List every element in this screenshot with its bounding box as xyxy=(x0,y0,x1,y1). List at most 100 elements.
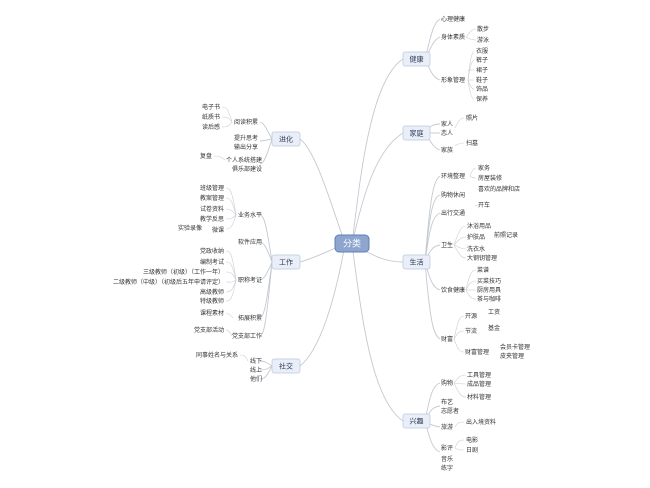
topic[interactable]: 形象管理 xyxy=(441,76,465,84)
topic[interactable]: 购物 xyxy=(441,379,453,387)
topic[interactable]: 他们 xyxy=(250,375,262,383)
topic[interactable]: 财富管理 xyxy=(465,348,489,356)
topic[interactable]: 卫生 xyxy=(441,241,453,249)
topic[interactable]: 身体素质 xyxy=(441,33,465,41)
topic[interactable]: 出行交通 xyxy=(441,209,465,217)
topic[interactable]: 旅游 xyxy=(441,423,453,431)
topic[interactable]: 党支部工作 xyxy=(232,332,262,340)
topic[interactable]: 扫墓 xyxy=(466,139,478,147)
topic[interactable]: 房屋装修 xyxy=(478,174,502,182)
topic[interactable]: 沐浴用品 xyxy=(467,222,491,230)
topic[interactable]: 二级教师（中级）（初级后五年申请评定） xyxy=(113,278,224,286)
topic[interactable]: 成品管理 xyxy=(467,380,491,388)
topic[interactable]: 家务 xyxy=(478,164,490,172)
topic[interactable]: 菜谱 xyxy=(477,266,489,274)
topic[interactable]: 输出分享 xyxy=(234,143,258,151)
topic[interactable]: 电子书 xyxy=(202,103,220,111)
topic[interactable]: 鞋子 xyxy=(476,76,488,84)
branch-interest[interactable]: 兴趣 xyxy=(402,413,431,429)
topic[interactable]: 试卷资料 xyxy=(200,205,224,213)
topic[interactable]: 同事姓名与关系 xyxy=(196,351,238,359)
topic[interactable]: 教案管理 xyxy=(200,194,224,202)
topic[interactable]: 职称考证 xyxy=(238,276,262,284)
topic[interactable]: 家族 xyxy=(441,146,453,154)
topic[interactable]: 家人 xyxy=(441,120,453,128)
topic[interactable]: 照片 xyxy=(466,114,478,122)
topic[interactable]: 皮夹管理 xyxy=(500,352,524,360)
topic[interactable]: 音乐 xyxy=(441,455,453,463)
topic[interactable]: 三级教师（初级）（工作一年） xyxy=(143,268,224,276)
topic[interactable]: 喜欢的品牌和店 xyxy=(478,185,520,193)
topic[interactable]: 节流 xyxy=(465,327,477,335)
topic[interactable]: 游泳 xyxy=(477,36,489,44)
topic[interactable]: 编制考试 xyxy=(200,258,224,266)
topic[interactable]: 提升思考 xyxy=(234,134,258,142)
topic[interactable]: 课程素材 xyxy=(200,309,224,317)
topic[interactable]: 复盘 xyxy=(200,152,212,160)
topic[interactable]: 饰品 xyxy=(476,85,488,93)
topic[interactable]: 志愿者 xyxy=(441,407,459,415)
topic[interactable]: 阅读积累 xyxy=(234,118,258,126)
topic[interactable]: 电影 xyxy=(466,436,478,444)
topic[interactable]: 党政收纳 xyxy=(200,247,224,255)
topic[interactable]: 开源 xyxy=(465,312,477,320)
topic[interactable]: 厨房用具 xyxy=(477,286,501,294)
root-label: 分类 xyxy=(343,238,361,250)
topic[interactable]: 业务水平 xyxy=(238,211,262,219)
branch-family[interactable]: 家庭 xyxy=(402,125,431,141)
topic[interactable]: 饮食健康 xyxy=(441,286,465,294)
topic[interactable]: 特级教师 xyxy=(200,297,224,305)
branch-progress[interactable]: 进化 xyxy=(271,131,301,147)
topic[interactable]: 护肤品 xyxy=(467,233,485,241)
topic[interactable]: 个人系统搭建 xyxy=(226,156,262,164)
topic[interactable]: 裙子 xyxy=(476,66,488,74)
branch-progress-label: 进化 xyxy=(279,135,293,144)
topic[interactable]: 实验录像 xyxy=(178,224,202,232)
topic[interactable]: 党支部活动 xyxy=(194,326,224,334)
topic[interactable]: 环境整理 xyxy=(441,172,465,180)
topic[interactable]: 裤子 xyxy=(476,56,488,64)
topic[interactable]: 基金 xyxy=(488,324,500,332)
topic[interactable]: 软件应用 xyxy=(238,238,262,246)
branch-social-label: 社交 xyxy=(279,362,293,371)
interest-topics: 购物 工具管理 成品管理 材料管理 布艺 志愿者 旅游 出入境资料 影评 电影 … xyxy=(441,371,496,472)
topic[interactable]: 开车 xyxy=(478,201,490,209)
topic[interactable]: 洗衣水 xyxy=(467,245,485,253)
topic[interactable]: 衣服 xyxy=(476,47,488,55)
topic[interactable]: 恋人 xyxy=(441,129,453,137)
topic[interactable]: 影评 xyxy=(441,444,453,452)
topic[interactable]: 会员卡管理 xyxy=(500,343,530,351)
branch-social[interactable]: 社交 xyxy=(271,358,301,374)
topic[interactable]: 拓展积累 xyxy=(238,314,262,322)
topic[interactable]: 散步 xyxy=(477,25,489,33)
topic[interactable]: 财富 xyxy=(441,335,453,343)
topic[interactable]: 工资 xyxy=(488,308,500,316)
topic[interactable]: 购物休闲 xyxy=(441,191,465,199)
topic[interactable]: 读后感 xyxy=(202,123,220,131)
topic[interactable]: 茶与咖啡 xyxy=(477,295,501,303)
branch-health[interactable]: 健康 xyxy=(402,51,431,67)
topic[interactable]: 材料管理 xyxy=(467,393,491,401)
topic[interactable]: 保养 xyxy=(476,95,488,103)
topic[interactable]: 大钢钥管理 xyxy=(467,254,497,262)
topic[interactable]: 日剧 xyxy=(466,446,478,454)
topic[interactable]: 线下 xyxy=(250,357,262,365)
topic[interactable]: 前照记录 xyxy=(494,231,518,239)
topic[interactable]: 高级教师 xyxy=(200,288,224,296)
topic[interactable]: 教学反思 xyxy=(200,215,224,223)
topic[interactable]: 俱乐部建设 xyxy=(232,165,262,173)
topic[interactable]: 练字 xyxy=(441,464,453,472)
topic[interactable]: 微课 xyxy=(212,226,224,234)
branch-work[interactable]: 工作 xyxy=(271,254,301,270)
topic[interactable]: 出入境资料 xyxy=(466,418,496,426)
topic[interactable]: 班级管理 xyxy=(200,184,224,192)
root-node[interactable]: 分类 xyxy=(334,234,370,253)
topic[interactable]: 线上 xyxy=(250,366,262,374)
topic[interactable]: 工具管理 xyxy=(467,371,491,379)
topic[interactable]: 心理健康 xyxy=(441,15,465,23)
branch-life[interactable]: 生活 xyxy=(402,254,431,270)
branch-interest-label: 兴趣 xyxy=(410,417,424,426)
topic[interactable]: 买菜技巧 xyxy=(477,277,501,285)
topic[interactable]: 纸质书 xyxy=(202,113,220,121)
topic[interactable]: 布艺 xyxy=(441,398,453,406)
